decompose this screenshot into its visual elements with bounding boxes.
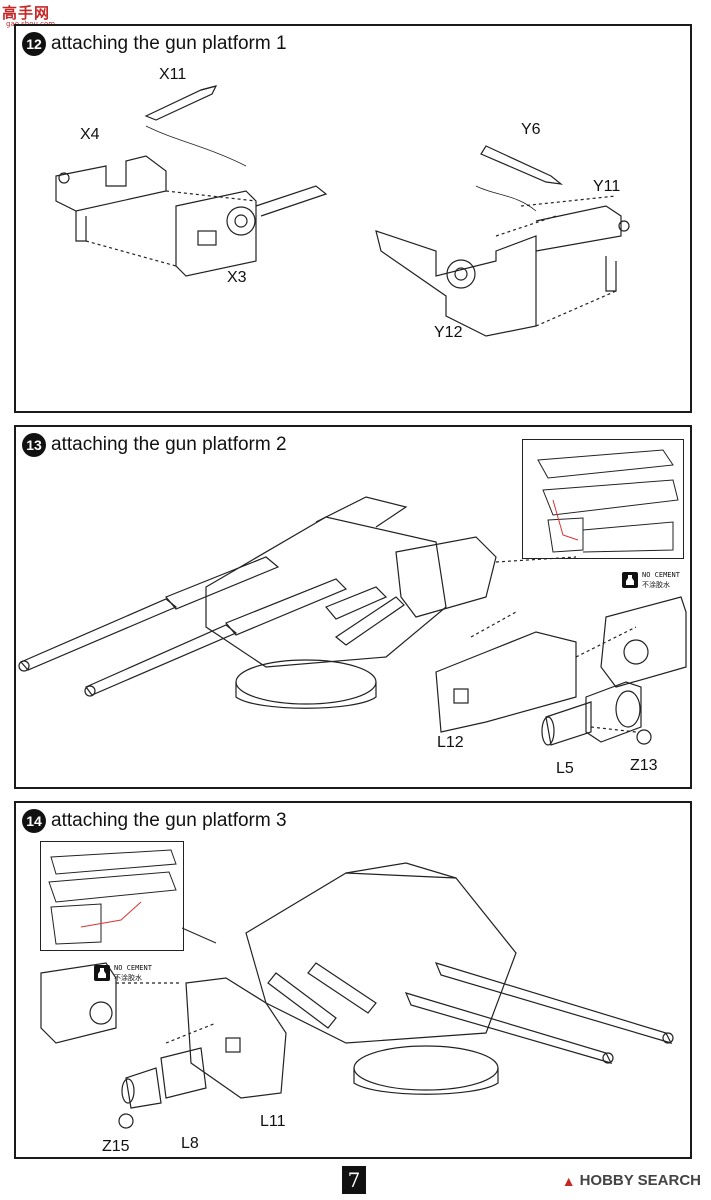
watermark-text: HOBBY SEARCH [579,1172,701,1189]
step-13-detail-inset [522,439,684,559]
hobbysearch-logo-icon: ▲ [561,1172,576,1189]
part-label-x4: X4 [80,126,100,143]
no-cement-text-zh: 不涂胶水 [642,581,670,589]
step-14-panel: 14 attaching the gun platform 3 [14,801,692,1159]
step-12-title: attaching the gun platform 1 [51,33,287,54]
part-label-l11: L11 [260,1113,286,1130]
no-cement-text: NO CEMENT [114,964,152,972]
step-12-illustration [55,85,630,337]
no-cement-text: NO CEMENT [642,571,680,579]
part-label-y11: Y11 [593,178,621,195]
no-cement-icon [94,965,110,981]
step-13-no-cement-note: NO CEMENT 不涂胶水 [622,570,680,590]
part-label-l8: L8 [181,1135,199,1152]
step-14-number: 14 [22,809,46,833]
step-13-illustration [18,496,687,746]
page-number: 7 [342,1166,366,1194]
part-label-x3: X3 [227,269,247,286]
step-12-number: 12 [22,32,46,56]
step-14-no-cement-note: NO CEMENT 不涂胶水 [94,963,152,983]
watermark: ▲ HOBBY SEARCH [562,1172,701,1189]
part-label-z15: Z15 [102,1138,130,1155]
step-14-header: 14 attaching the gun platform 3 [22,809,287,833]
step-13-title: attaching the gun platform 2 [51,434,287,455]
part-label-x11: X11 [159,66,187,83]
site-logo: 高手网 [2,4,51,22]
step-12-header: 12 attaching the gun platform 1 [22,32,287,56]
step-13-panel: 13 attaching the gun platform 2 [14,425,692,789]
step-12-panel: 12 attaching the gun platform 1 [14,24,692,413]
no-cement-icon [622,572,638,588]
step-14-title: attaching the gun platform 3 [51,810,287,831]
part-label-y6: Y6 [521,121,541,138]
step-14-detail-inset [40,841,184,951]
step-13-header: 13 attaching the gun platform 2 [22,433,287,457]
part-label-l12: L12 [437,734,464,751]
no-cement-text-zh: 不涂胶水 [114,974,142,982]
step-14-inset-drawing [48,849,177,945]
step-14-illustration [40,862,674,1129]
part-label-l5: L5 [556,760,574,777]
part-label-z13: Z13 [630,757,658,774]
part-label-y12: Y12 [434,324,463,341]
step-13-number: 13 [22,433,46,457]
step-13-inset-drawing [537,449,679,553]
